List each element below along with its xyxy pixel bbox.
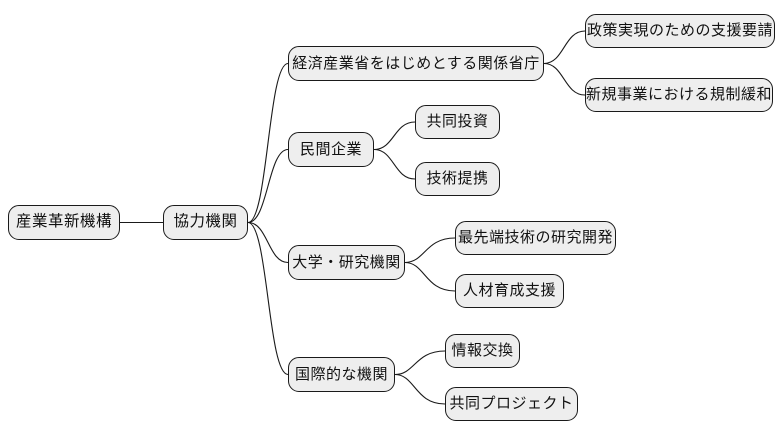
- node-root[interactable]: 産業革新機構: [8, 205, 120, 240]
- node-label-info-exchange: 情報交換: [451, 341, 514, 359]
- node-info-exchange[interactable]: 情報交換: [445, 334, 520, 368]
- node-frontier-rd[interactable]: 最先端技術の研究開発: [455, 221, 616, 255]
- node-label-university: 大学・研究機関: [292, 252, 401, 271]
- edge-ministry-to-deregulation: [543, 62, 586, 96]
- edge-private-to-joint-investment: [373, 121, 416, 151]
- node-policy-support[interactable]: 政策実現のための支援要請: [585, 14, 775, 48]
- node-label-partner: 協力機関: [173, 212, 238, 231]
- node-label-joint-investment: 共同投資: [426, 112, 489, 130]
- edge-partner-to-private: [247, 148, 289, 224]
- node-label-ministry: 経済産業省をはじめとする関係省庁: [292, 53, 540, 72]
- node-tech-alliance[interactable]: 技術提携: [415, 162, 500, 196]
- node-deregulation[interactable]: 新規事業における規制緩和: [585, 78, 773, 112]
- node-label-policy-support: 政策実現のための支援要請: [586, 21, 773, 39]
- edge-university-to-frontier-rd: [404, 237, 456, 264]
- node-label-joint-project: 共同プロジェクト: [449, 394, 574, 412]
- edge-ministry-to-policy-support: [543, 30, 586, 65]
- edge-university-to-talent-support: [404, 261, 456, 292]
- edge-international-to-info-exchange: [394, 350, 446, 376]
- edge-private-to-tech-alliance: [373, 148, 416, 180]
- node-label-tech-alliance: 技術提携: [426, 169, 489, 187]
- node-international[interactable]: 国際的な機関: [288, 357, 395, 392]
- node-label-international: 国際的な機関: [294, 364, 388, 383]
- node-joint-investment[interactable]: 共同投資: [415, 105, 500, 139]
- edge-international-to-joint-project: [394, 373, 446, 405]
- node-label-frontier-rd: 最先端技術の研究開発: [457, 228, 613, 246]
- node-joint-project[interactable]: 共同プロジェクト: [445, 387, 578, 421]
- node-label-private: 民間企業: [299, 139, 362, 158]
- edge-partner-to-ministry: [247, 62, 289, 224]
- node-partner[interactable]: 協力機関: [163, 205, 248, 240]
- node-university[interactable]: 大学・研究機関: [288, 245, 405, 280]
- node-label-deregulation: 新規事業における規制緩和: [586, 85, 773, 103]
- node-ministry[interactable]: 経済産業省をはじめとする関係省庁: [288, 46, 544, 81]
- edge-partner-to-university: [247, 221, 289, 264]
- node-label-talent-support: 人材育成支援: [462, 281, 556, 299]
- edge-partner-to-international: [247, 221, 289, 376]
- node-talent-support[interactable]: 人材育成支援: [455, 274, 564, 308]
- node-private[interactable]: 民間企業: [288, 132, 374, 167]
- node-label-root: 産業革新機構: [15, 212, 112, 231]
